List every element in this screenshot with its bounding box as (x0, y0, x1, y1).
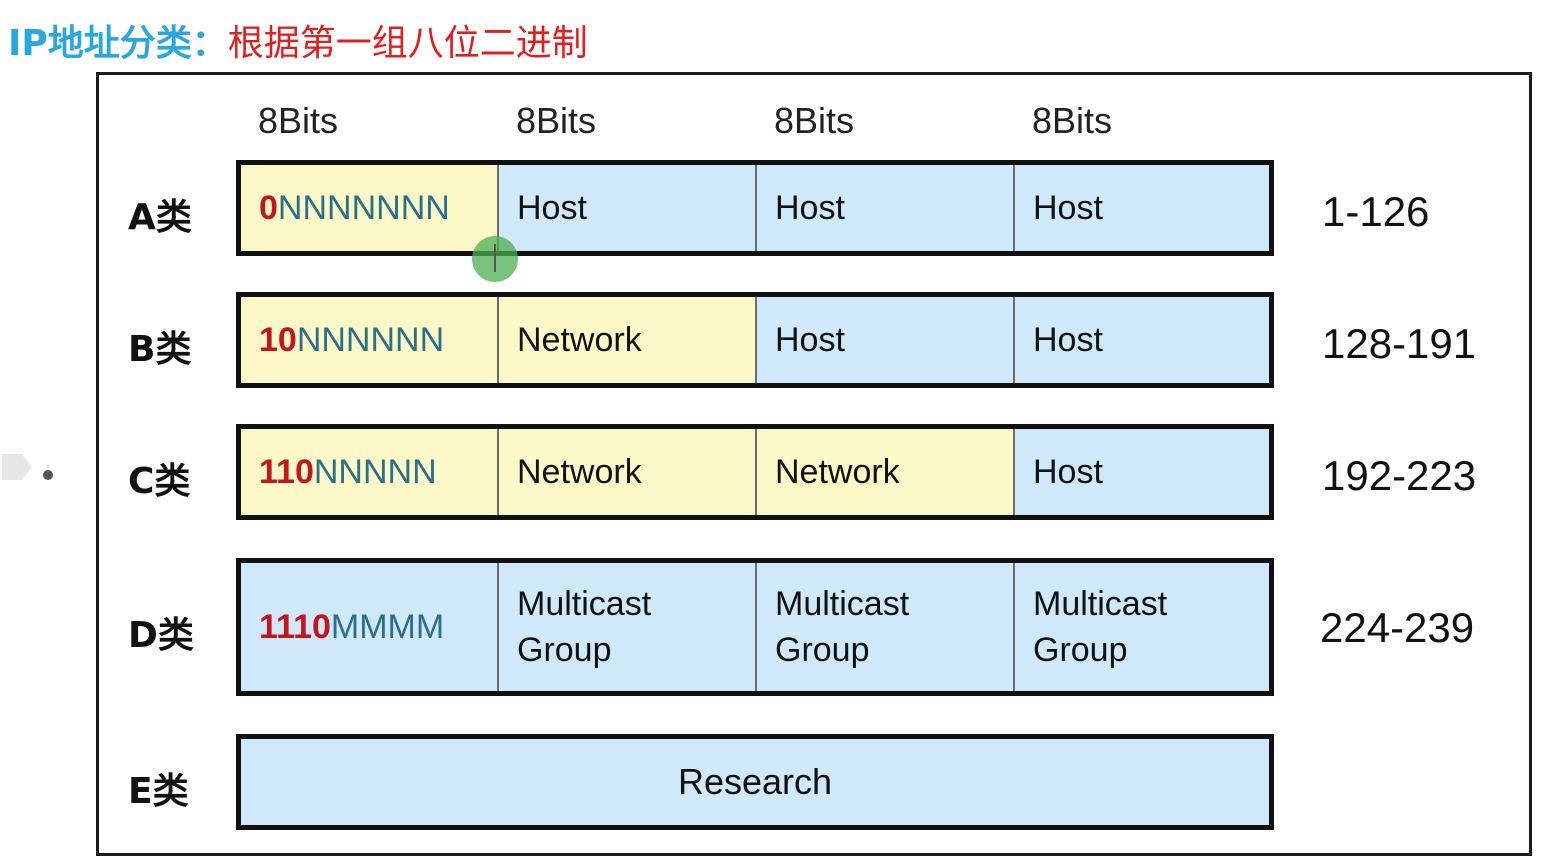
class-b-range: 128-191 (1322, 320, 1477, 367)
bits-header-2: 8Bits (516, 100, 597, 141)
class-a-octet-3: Host (757, 165, 1015, 251)
class-c-prefix-rest: NNNNN (313, 453, 437, 491)
page-title: IP地址分类：根据第一组八位二进制 (8, 14, 588, 66)
class-a-octet-4: Host (1015, 165, 1269, 251)
slide-nav-arrow-icon[interactable] (2, 454, 32, 480)
class-b-prefix-bits: 10 (259, 321, 297, 359)
class-a-octet-2: Host (499, 165, 757, 251)
bits-header-3: 8Bits (774, 100, 855, 141)
class-c-range: 192-223 (1322, 452, 1477, 499)
class-d-prefix-rest: MMMM (330, 608, 445, 646)
class-b-octet-4: Host (1015, 297, 1269, 383)
class-d-octet-3: Multicast Group (757, 563, 1015, 691)
class-c-prefix-bits: 110 (259, 453, 314, 491)
class-d-prefix-bits: 1110 (259, 608, 331, 646)
class-c-octet-4: Host (1015, 429, 1269, 515)
bits-header-1: 8Bits (258, 100, 339, 141)
class-e-row: Research (236, 734, 1274, 830)
class-e-label: E类 (128, 771, 189, 812)
class-b-octet-2: Network (499, 297, 757, 383)
class-b-prefix-rest: NNNNNN (296, 321, 445, 359)
class-a-prefix-bits: 0 (259, 189, 278, 227)
class-c-octet-3: Network (757, 429, 1015, 515)
class-e-research: Research (677, 761, 833, 802)
bits-header-4: 8Bits (1032, 100, 1113, 141)
title-subject: 根据第一组八位二进制 (227, 23, 588, 64)
diagram-frame (96, 72, 1532, 856)
title-prefix: IP地址分类： (8, 23, 228, 64)
class-d-octet-4: Multicast Group (1015, 563, 1269, 691)
class-b-octet-3: Host (757, 297, 1015, 383)
class-d-octet-2: Multicast Group (499, 563, 757, 691)
class-a-prefix-rest: NNNNNNN (277, 189, 450, 227)
text-cursor-icon (494, 244, 496, 272)
class-d-range: 224-239 (1320, 604, 1475, 651)
bullet-dot-icon (43, 470, 53, 480)
class-c-label: C类 (128, 461, 191, 502)
class-d-label: D类 (128, 615, 194, 656)
class-c-octet-2: Network (499, 429, 757, 515)
class-a-label: A类 (128, 197, 192, 238)
class-b-label: B类 (128, 329, 192, 370)
class-a-range: 1-126 (1322, 188, 1430, 235)
